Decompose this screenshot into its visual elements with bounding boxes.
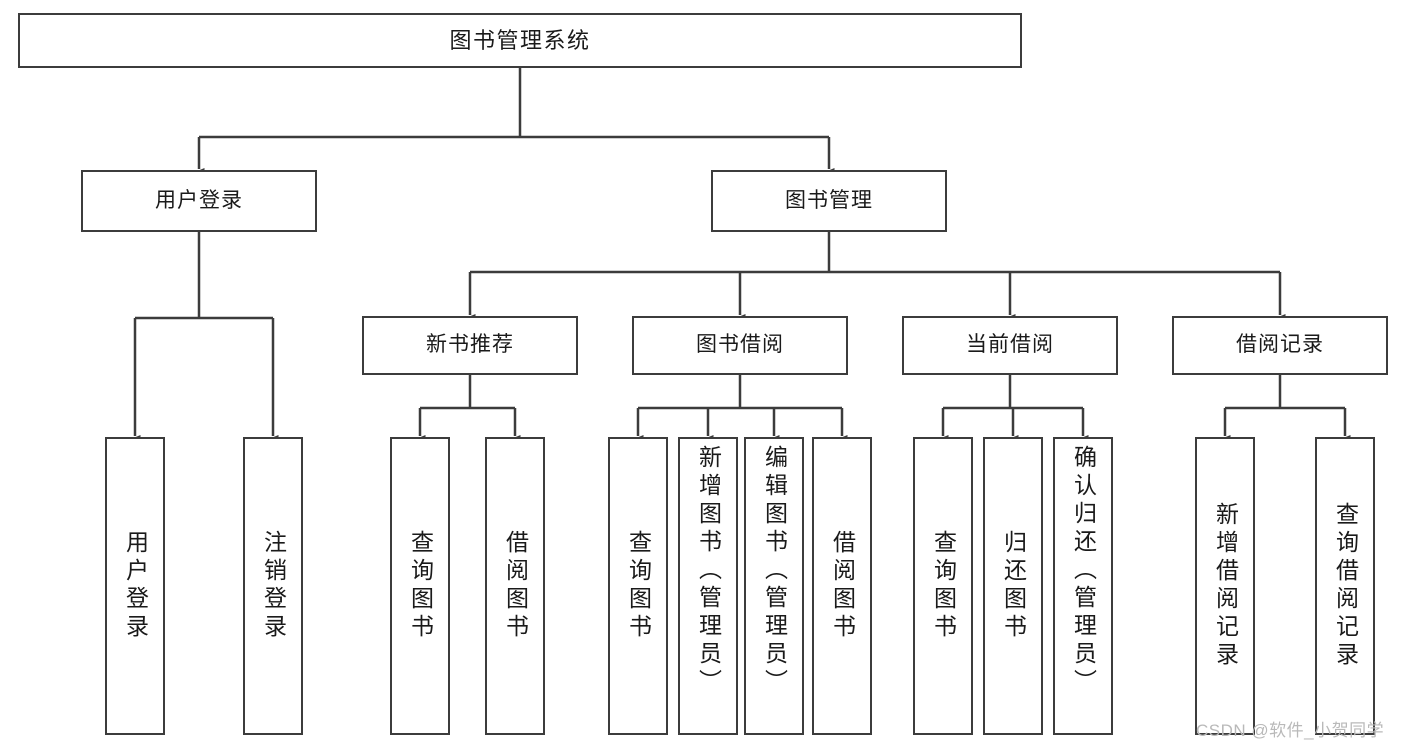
csdn-watermark: CSDN @软件_小贺同学 — [1196, 721, 1385, 740]
node-book_borrow[interactable]: 图书借阅 — [632, 316, 848, 375]
edge-group — [129, 68, 1351, 444]
node-label: 借阅图书 — [829, 530, 856, 642]
node-leaf_cb_query[interactable]: 查询图书 — [913, 437, 973, 735]
node-new_book_rec[interactable]: 新书推荐 — [362, 316, 578, 375]
node-label: 当前借阅 — [966, 333, 1054, 357]
node-root[interactable]: 图书管理系统 — [18, 13, 1022, 68]
node-book_manage[interactable]: 图书管理 — [711, 170, 947, 232]
node-leaf_bb_add[interactable]: 新增图书（管理员） — [678, 437, 738, 735]
node-leaf_user_logout[interactable]: 注销登录 — [243, 437, 303, 735]
node-label: 图书管理系统 — [449, 27, 591, 53]
node-user_login[interactable]: 用户登录 — [81, 170, 317, 232]
node-leaf_bb_borrow[interactable]: 借阅图书 — [812, 437, 872, 735]
node-borrow_log[interactable]: 借阅记录 — [1172, 316, 1388, 375]
node-label: 图书管理 — [785, 188, 873, 212]
node-label: 确认归还（管理员） — [1070, 445, 1097, 697]
node-label: 查询图书 — [407, 530, 434, 642]
node-leaf_log_query[interactable]: 查询借阅记录 — [1315, 437, 1375, 735]
node-label: 借阅记录 — [1236, 333, 1324, 357]
node-label: 新书推荐 — [426, 333, 514, 357]
node-leaf_bb_query[interactable]: 查询图书 — [608, 437, 668, 735]
node-cur_borrow[interactable]: 当前借阅 — [902, 316, 1118, 375]
node-label: 归还图书 — [1000, 530, 1027, 642]
node-label: 新增借阅记录 — [1212, 502, 1239, 670]
node-leaf_log_add[interactable]: 新增借阅记录 — [1195, 437, 1255, 735]
node-leaf_rec_query[interactable]: 查询图书 — [390, 437, 450, 735]
node-label: 用户登录 — [122, 530, 149, 642]
node-label: 新增图书（管理员） — [695, 445, 722, 697]
node-leaf_rec_borrow[interactable]: 借阅图书 — [485, 437, 545, 735]
node-label: 查询借阅记录 — [1332, 502, 1359, 670]
node-leaf_user_login[interactable]: 用户登录 — [105, 437, 165, 735]
node-leaf_cb_return[interactable]: 归还图书 — [983, 437, 1043, 735]
node-label: 用户登录 — [155, 188, 243, 212]
node-leaf_bb_edit[interactable]: 编辑图书（管理员） — [744, 437, 804, 735]
node-label: 注销登录 — [260, 530, 287, 642]
node-label: 图书借阅 — [696, 333, 784, 357]
node-label: 编辑图书（管理员） — [761, 445, 788, 697]
node-label: 借阅图书 — [502, 530, 529, 642]
node-label: 查询图书 — [930, 530, 957, 642]
node-label: 查询图书 — [625, 530, 652, 642]
node-leaf_cb_confirm[interactable]: 确认归还（管理员） — [1053, 437, 1113, 735]
